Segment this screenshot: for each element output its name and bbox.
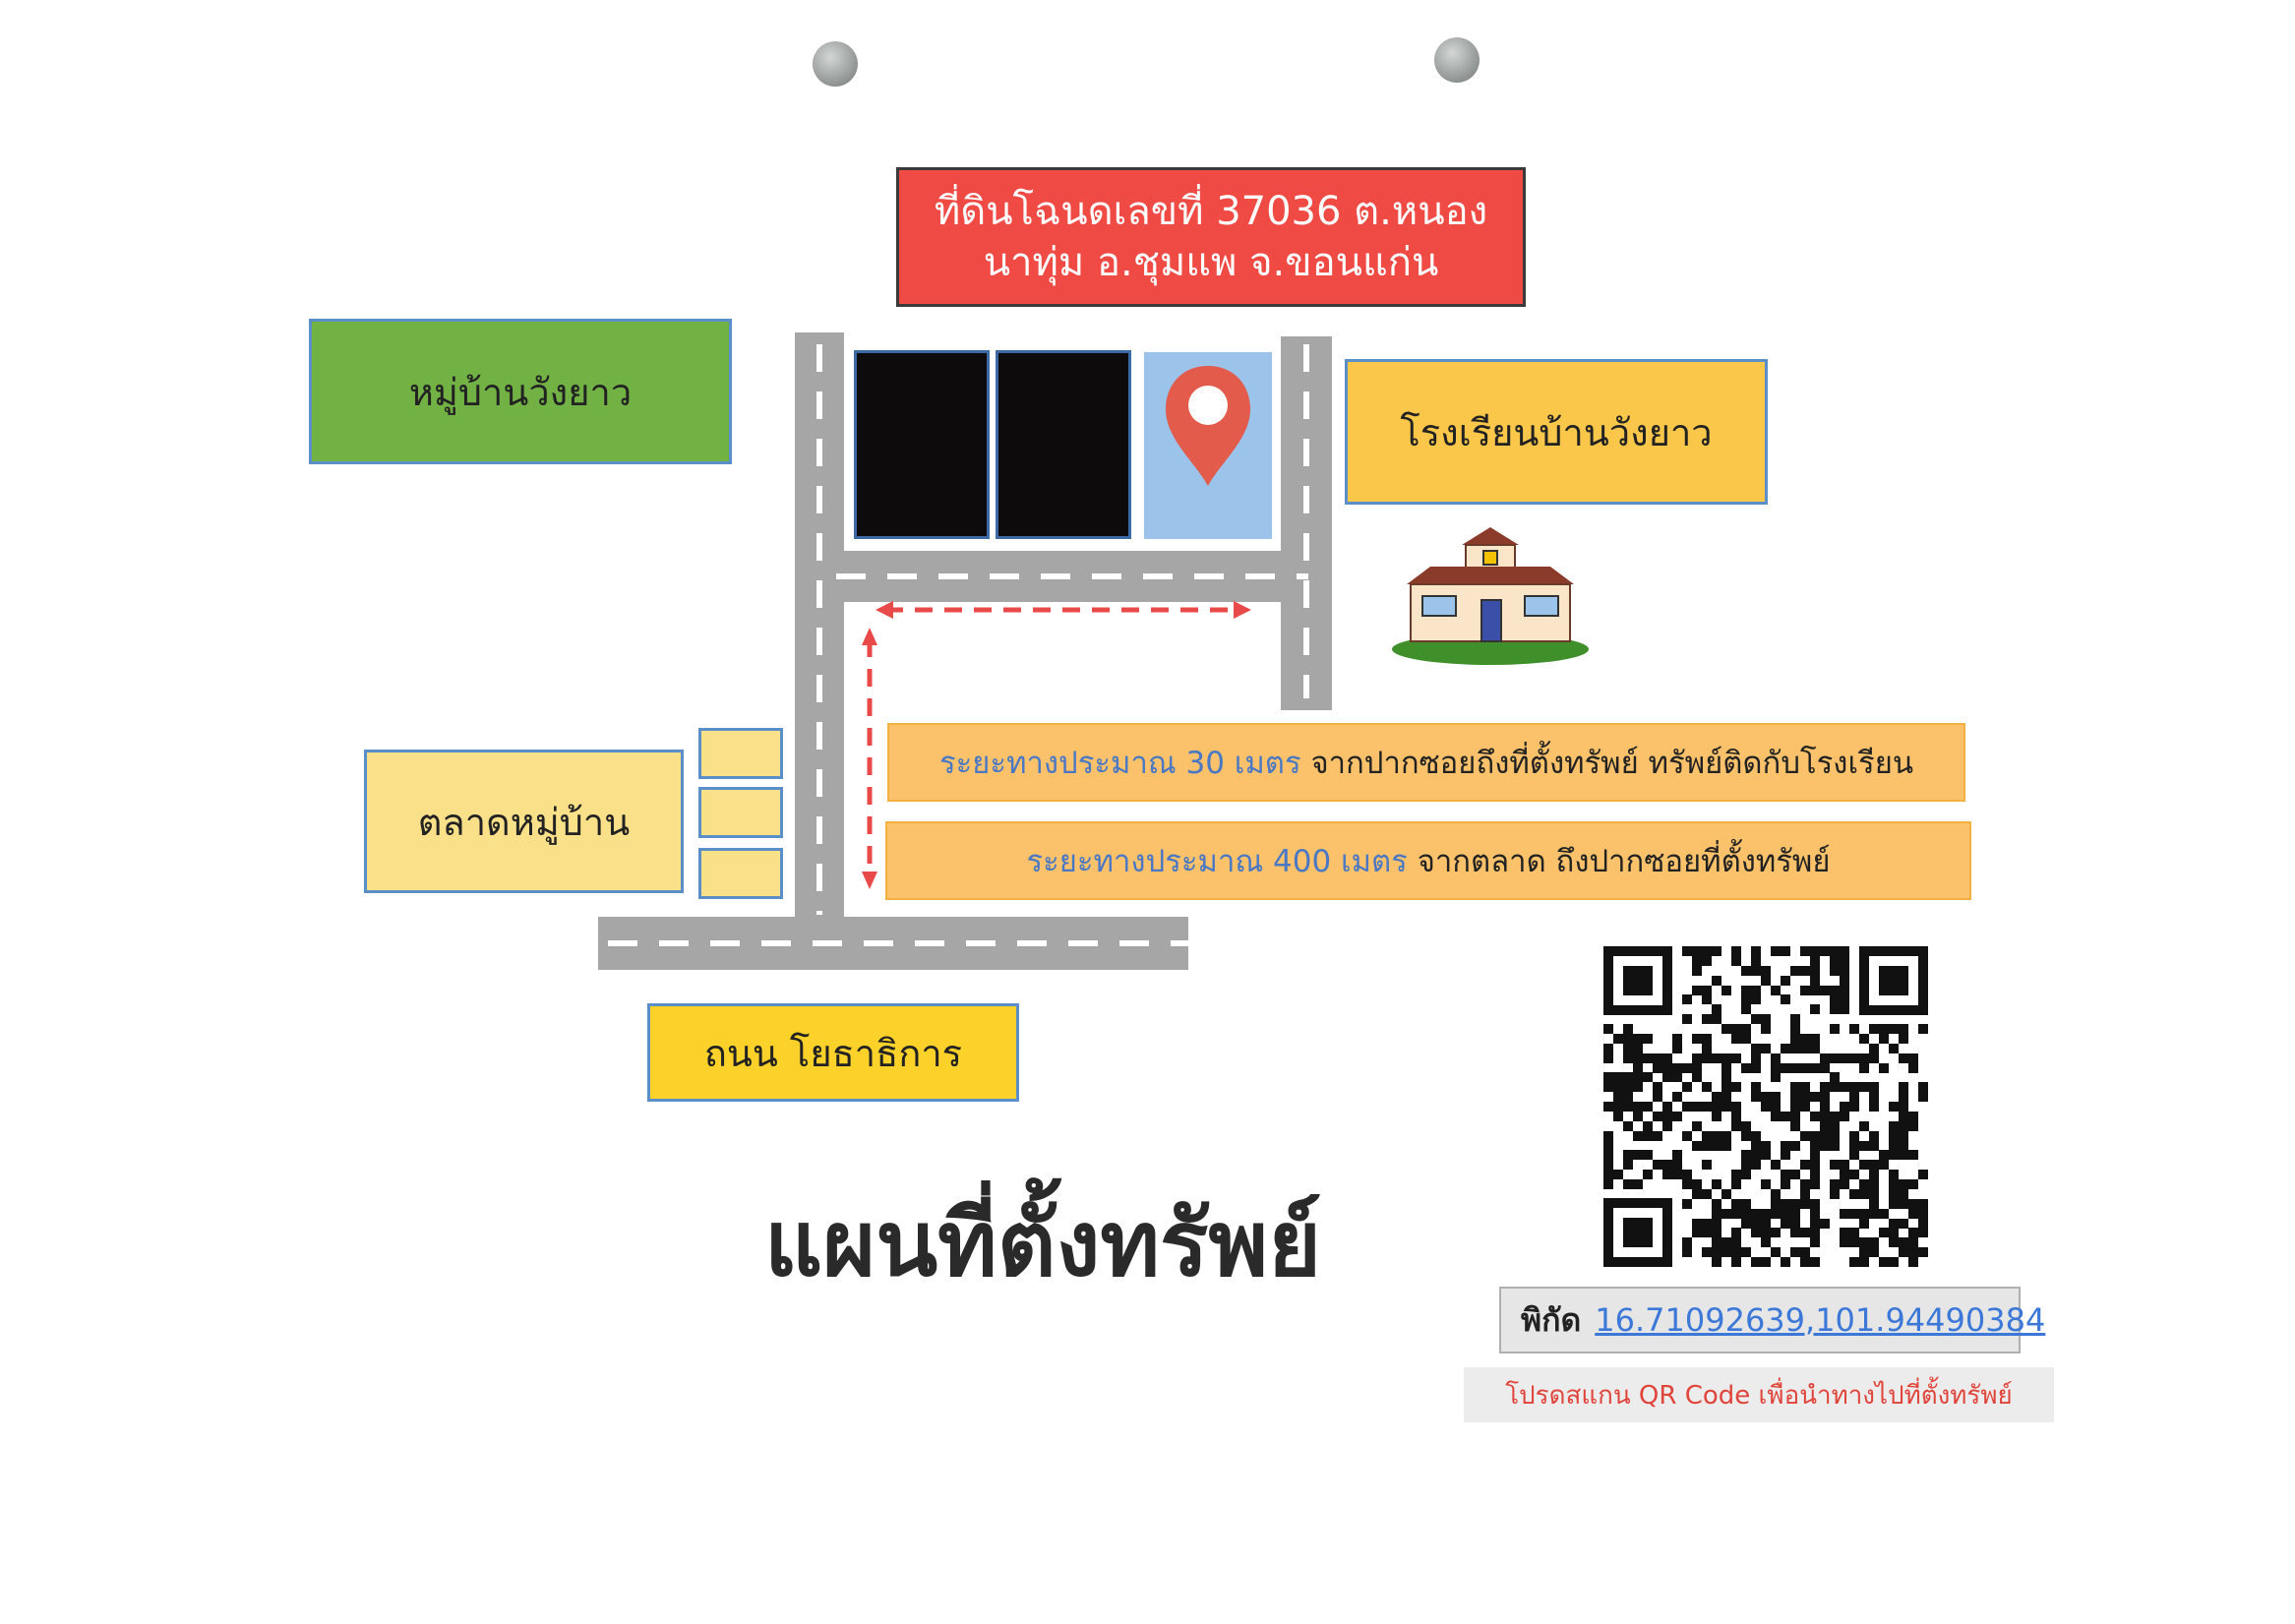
qr-scan-note-text: โปรดสแกน QR Code เพื่อนำทางไปที่ตั้งทรัพ…: [1505, 1380, 2013, 1411]
market-stall-2: [698, 787, 783, 838]
market-label: ตลาดหมู่บ้าน: [364, 750, 684, 893]
punch-hole-left: [813, 41, 858, 87]
plot-left: [854, 350, 990, 539]
coordinates-link[interactable]: 16.71092639,101.94490384: [1595, 1301, 2046, 1339]
distance-info-2: ระยะทางประมาณ 400 เมตร จากตลาด ถึงปากซอย…: [885, 821, 1971, 900]
distance-info-2-highlight: ระยะทางประมาณ 400 เมตร: [1026, 844, 1408, 879]
coordinates-label: พิกัด: [1521, 1300, 1582, 1339]
distance-info-2-rest: จากตลาด ถึงปากซอยที่ตั้งทรัพย์: [1407, 844, 1831, 879]
title-line-1: ที่ดินโฉนดเลขที่ 37036 ต.หนอง: [934, 189, 1488, 234]
road-left-dashes: [816, 344, 822, 915]
market-stall-1: [698, 728, 783, 779]
title-line-2: นาทุ่ม อ.ชุมแพ จ.ขอนแก่น: [983, 240, 1439, 285]
punch-hole-right: [1434, 37, 1480, 83]
property-plot: [1144, 352, 1272, 539]
road-main-dashes: [608, 940, 1188, 946]
school-building-icon: [1392, 527, 1589, 665]
market-label-text: ตลาดหมู่บ้าน: [417, 800, 631, 844]
road-name-label: ถนน โยธาธิการ: [647, 1003, 1019, 1102]
distance-arrows: [862, 601, 1251, 889]
village-label-text: หมู่บ้านวังยาว: [408, 370, 633, 414]
road-soi-dashes: [836, 573, 1308, 579]
village-label: หมู่บ้านวังยาว: [309, 319, 732, 464]
market-stall-3: [698, 848, 783, 899]
school-label-text: โรงเรียนบ้านวังยาว: [1400, 410, 1713, 454]
distance-info-1-highlight: ระยะทางประมาณ 30 เมตร: [938, 746, 1301, 781]
qr-code[interactable]: [1603, 946, 1928, 1267]
distance-info-1: ระยะทางประมาณ 30 เมตร จากปากซอยถึงที่ตั้…: [887, 723, 1965, 802]
road-name-text: ถนน โยธาธิการ: [703, 1031, 963, 1075]
map-title: แผนที่ตั้งทรัพย์: [763, 1191, 1321, 1296]
road-right-dashes: [1303, 344, 1309, 698]
location-pin-icon: [1166, 366, 1250, 486]
qr-scan-note: โปรดสแกน QR Code เพื่อนำทางไปที่ตั้งทรัพ…: [1464, 1367, 2054, 1422]
school-label: โรงเรียนบ้านวังยาว: [1345, 359, 1768, 505]
title-box: ที่ดินโฉนดเลขที่ 37036 ต.หนอง นาทุ่ม อ.ช…: [896, 167, 1526, 307]
plot-middle: [996, 350, 1131, 539]
coordinates-box: พิกัด 16.71092639,101.94490384: [1499, 1287, 2045, 1353]
distance-info-1-rest: จากปากซอยถึงที่ตั้งทรัพย์ ทรัพย์ติดกับโร…: [1300, 746, 1914, 781]
